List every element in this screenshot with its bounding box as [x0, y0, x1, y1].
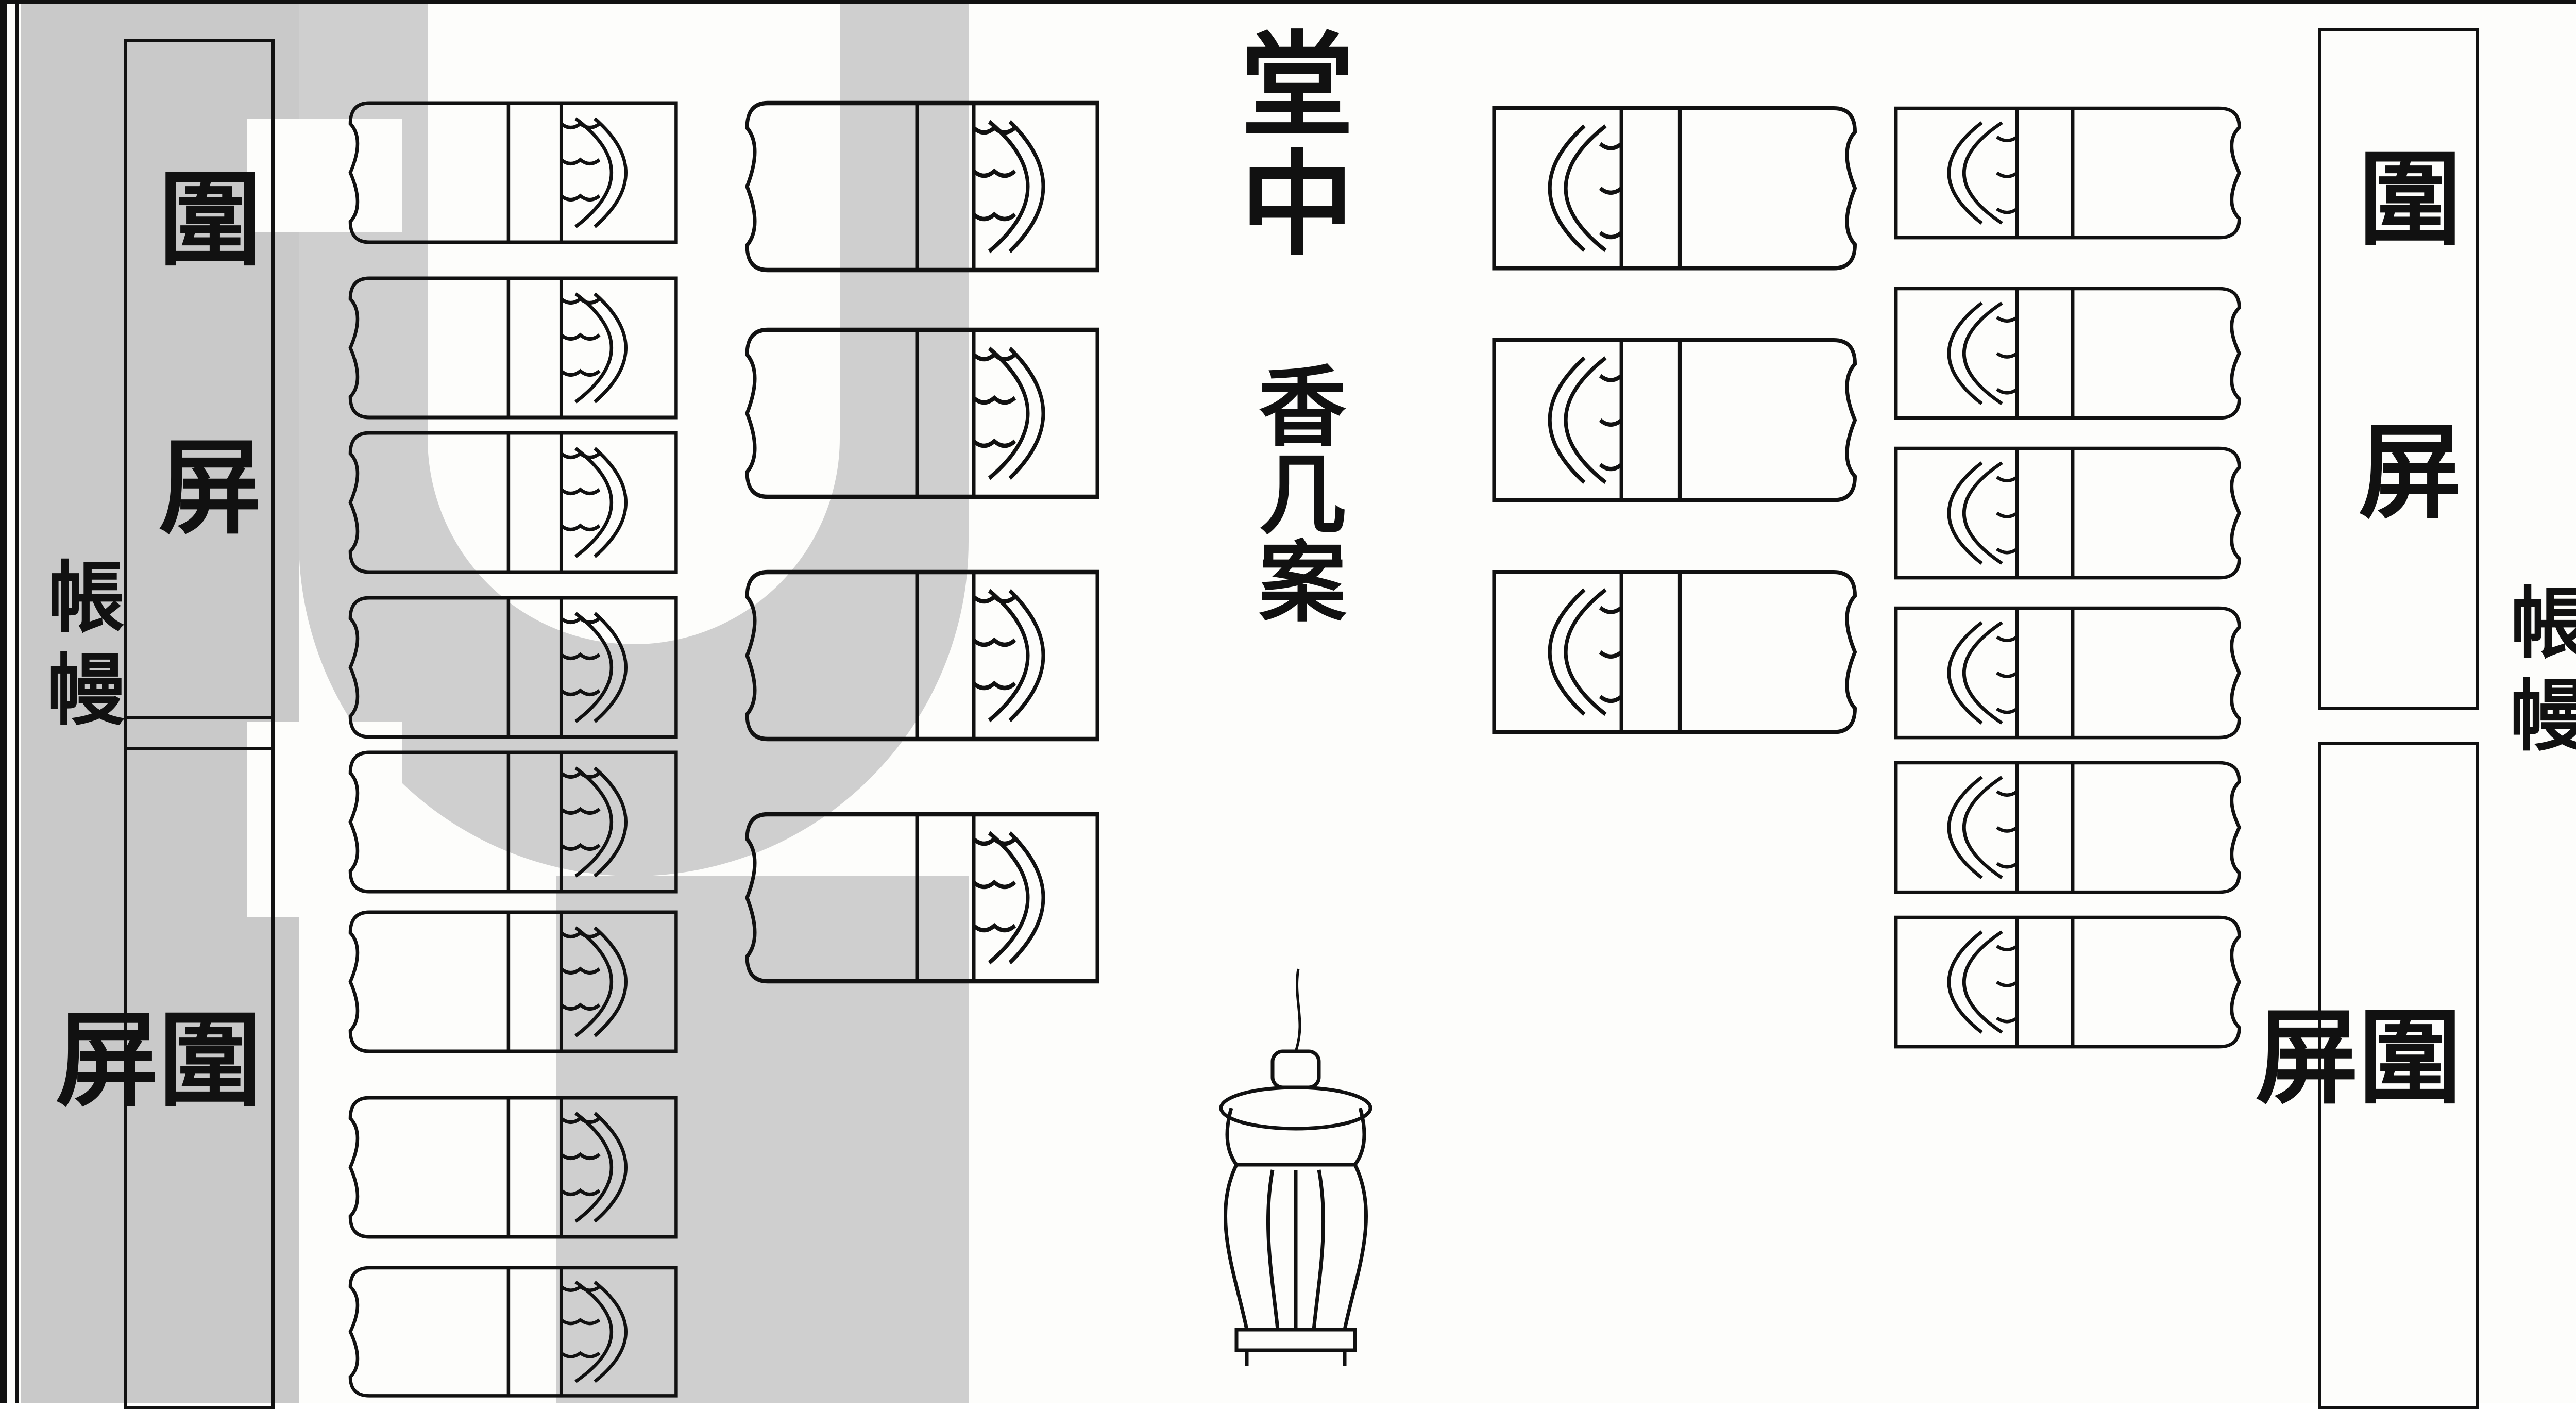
right-screen-label-bottom: 圍屏 — [2238, 1003, 2462, 1276]
left-screen-label-top: 圍屏 — [141, 165, 262, 701]
left-screen-divider-2 — [124, 747, 271, 750]
watermark-left-bar — [21, 0, 299, 1403]
left-screen-caption: 帳幔 — [35, 557, 125, 742]
right-screen-caption: 帳幔 — [2497, 582, 2576, 768]
right-screen-label-top: 圍屏 — [2341, 144, 2462, 691]
page-border-left — [0, 0, 7, 1403]
right-screen-frame-top — [2318, 28, 2479, 710]
hall-title: 堂中 — [1222, 26, 1355, 263]
seat-column-far-right — [1896, 108, 2239, 1047]
left-screen-label-bottom: 圍屏 — [38, 1005, 262, 1273]
watermark-stem — [556, 876, 969, 1403]
incense-burner — [1219, 968, 1372, 1366]
seat-column-far-left — [350, 103, 676, 1396]
page-border-left-inner — [15, 0, 19, 1403]
seat-column-inner-right — [1494, 108, 1855, 732]
seat-column-inner-left — [747, 103, 1097, 981]
left-screen-divider — [124, 716, 271, 719]
incense-table-label: 香几案 — [1243, 361, 1346, 624]
watermark-arch-hole — [428, 0, 840, 644]
page-border-top — [0, 0, 2576, 4]
